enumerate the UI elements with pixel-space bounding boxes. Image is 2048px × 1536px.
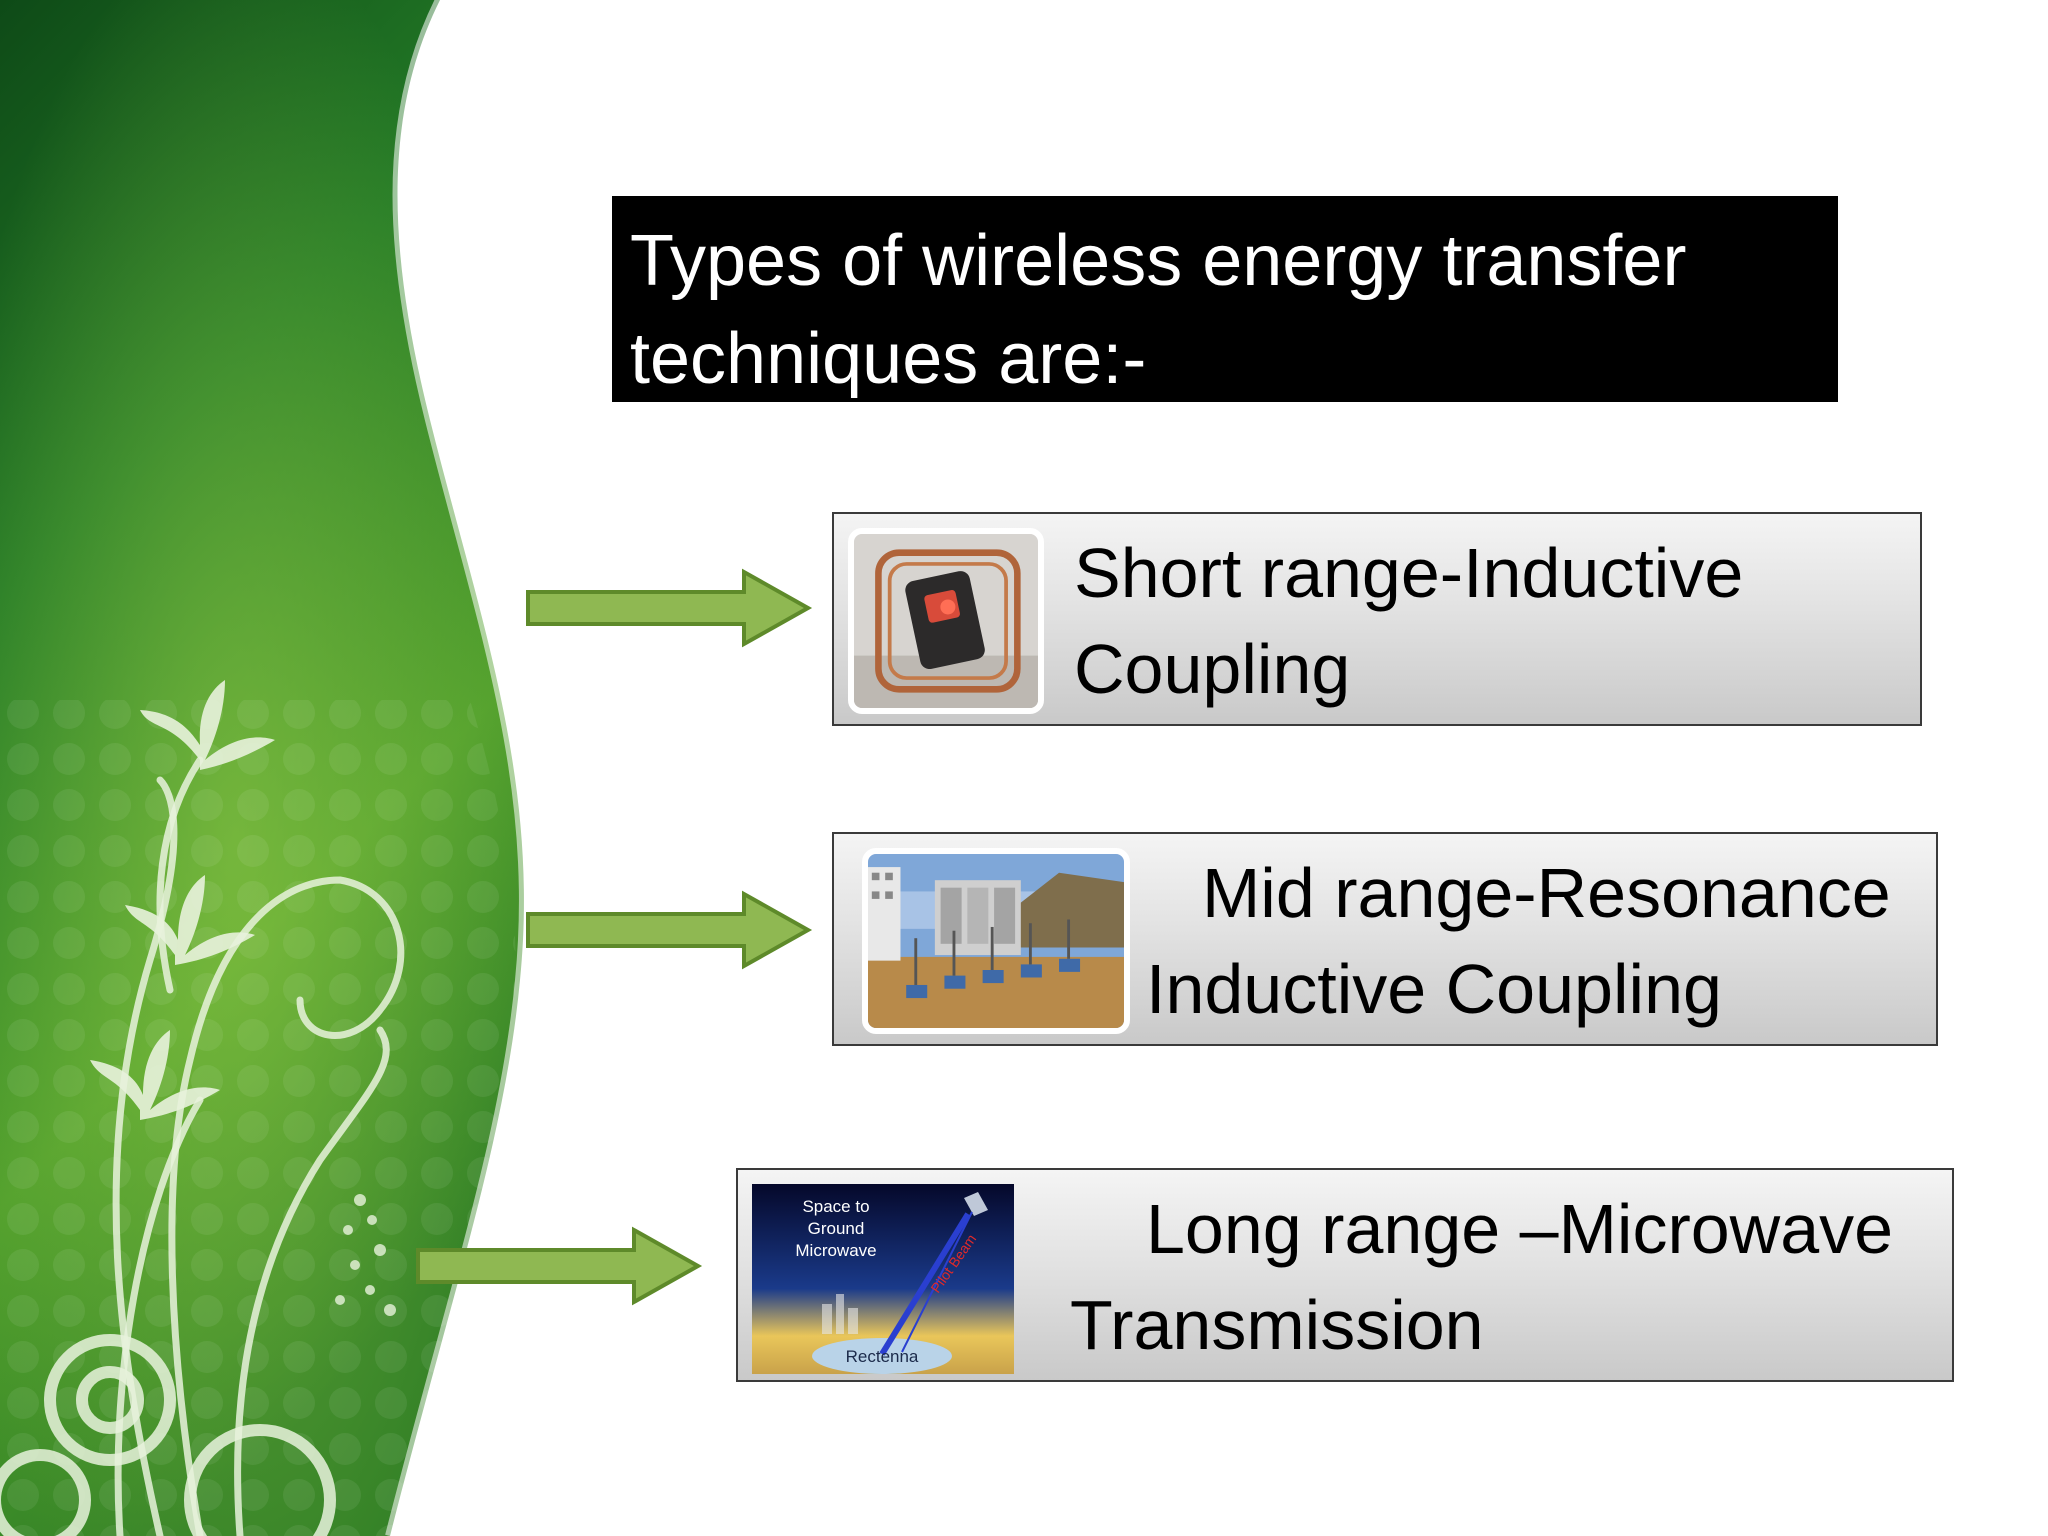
item-line-1: Mid range-Resonance	[1202, 854, 1891, 932]
diagram-label-rectenna: Rectenna	[846, 1347, 919, 1366]
item-line-2: Coupling	[1074, 630, 1351, 708]
item-line-2: Inductive Coupling	[1146, 950, 1722, 1028]
title-line-2: techniques are:-	[630, 319, 1147, 399]
diagram-label-space-to: Space to	[802, 1197, 869, 1216]
item-line-1: Short range-Inductive	[1074, 534, 1744, 612]
item-line-2: Transmission	[1070, 1286, 1484, 1364]
arrow-right-icon	[416, 1226, 703, 1306]
slide-title: Types of wireless energy transfer techni…	[612, 196, 1838, 402]
diagram-label-ground: Ground	[808, 1219, 865, 1238]
item-long-range: Space to Ground Microwave Pilot Beam Rec…	[736, 1168, 1954, 1382]
item-short-range: Short range-Inductive Coupling	[832, 512, 1922, 726]
diagram-label-microwave: Microwave	[795, 1241, 876, 1260]
arrow-right-icon	[526, 890, 813, 970]
resonance-field-image	[862, 848, 1130, 1034]
item-line-1: Long range –Microwave	[1146, 1190, 1894, 1268]
arrow-right-icon	[526, 568, 813, 648]
item-mid-range: Mid range-Resonance Inductive Coupling	[832, 832, 1938, 1046]
title-line-1: Types of wireless energy transfer	[630, 221, 1687, 301]
inductive-coil-image	[848, 528, 1044, 714]
microwave-diagram-image: Space to Ground Microwave Pilot Beam Rec…	[752, 1184, 1014, 1374]
